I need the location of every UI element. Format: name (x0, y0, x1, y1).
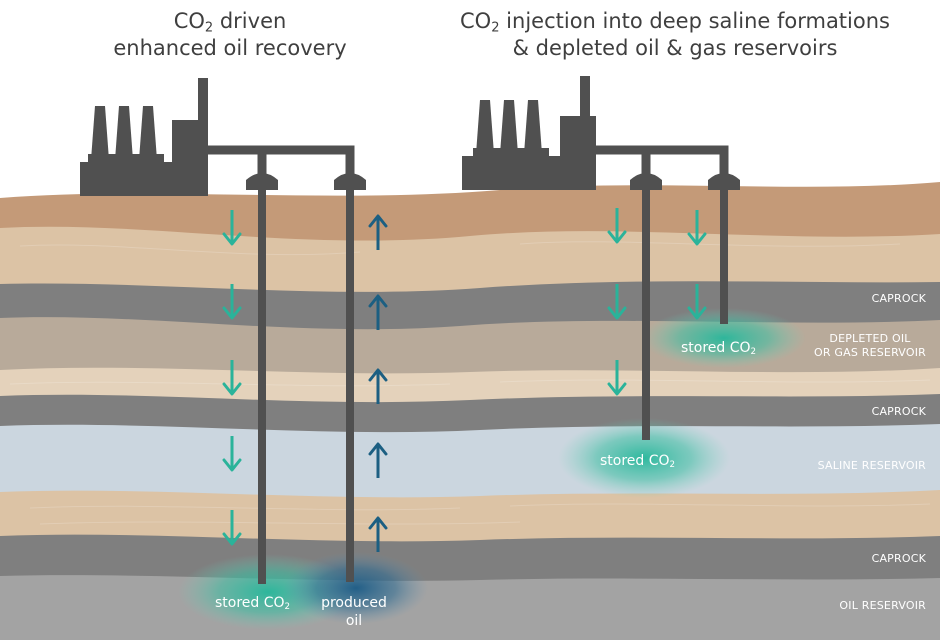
title-right-line2: & depleted oil & gas reservoirs (512, 36, 838, 60)
power-plant-right (462, 76, 596, 190)
co2-injection-arrows (222, 208, 707, 546)
co2-arrow-down (607, 284, 627, 320)
production-well (346, 188, 354, 582)
injection-well-saline (642, 188, 650, 440)
title-right-line1: CO2 injection into deep saline formation… (460, 9, 890, 36)
co2-arrow-down (222, 360, 242, 396)
pipeline-left (204, 145, 355, 176)
produced-oil-label: produced oil (314, 594, 394, 630)
power-plant-left (80, 78, 208, 196)
co2-plume-depleted (642, 308, 806, 368)
label-depleted-line1: DEPLETED OIL (829, 332, 911, 345)
well-heads-right (630, 173, 740, 190)
oil-arrow-up (368, 442, 388, 478)
label-caprock-2: CAPROCK (871, 405, 926, 418)
title-left-line2: enhanced oil recovery (113, 36, 347, 60)
co2-arrow-down (687, 210, 707, 246)
co2-arrow-down (222, 510, 242, 546)
co2-plume-saline (558, 418, 730, 498)
injection-well-depleted (720, 188, 728, 324)
label-depleted-reservoir: DEPLETED OIL OR GAS RESERVOIR (814, 332, 926, 360)
oil-plume (284, 552, 428, 624)
title-left: CO2 driven enhanced oil recovery (70, 8, 390, 62)
title-right: CO2 injection into deep saline formation… (420, 8, 930, 62)
pipeline-right (596, 145, 729, 176)
co2-arrow-down (607, 360, 627, 396)
injection-well-eor (258, 188, 266, 584)
stored-co2-eor: stored CO2 (215, 595, 291, 613)
oil-arrow-up (368, 516, 388, 552)
co2-arrow-down (687, 284, 707, 320)
produced-oil-line1: produced (321, 595, 387, 611)
well-heads-left (246, 173, 366, 190)
label-oil-reservoir: OIL RESERVOIR (839, 599, 926, 612)
label-caprock-1: CAPROCK (871, 292, 926, 305)
stored-co2-saline: stored CO2 (600, 453, 676, 471)
oil-arrow-up (368, 294, 388, 330)
co2-arrow-down (222, 284, 242, 320)
co2-arrow-down (222, 436, 242, 472)
oil-reservoir-layer (0, 575, 940, 640)
stored-co2-depleted: stored CO2 (681, 340, 757, 358)
oil-production-arrows (368, 214, 388, 552)
title-left-line1: CO2 driven (173, 9, 287, 36)
label-depleted-line2: OR GAS RESERVOIR (814, 346, 926, 359)
oil-arrow-up (368, 214, 388, 250)
sediment-texture (9, 241, 931, 525)
label-saline-reservoir: SALINE RESERVOIR (817, 459, 926, 472)
label-caprock-3: CAPROCK (871, 552, 926, 565)
produced-oil-line2: oil (345, 613, 363, 629)
co2-arrow-down (222, 210, 242, 246)
co2-arrow-down (607, 208, 627, 244)
oil-arrow-up (368, 368, 388, 404)
